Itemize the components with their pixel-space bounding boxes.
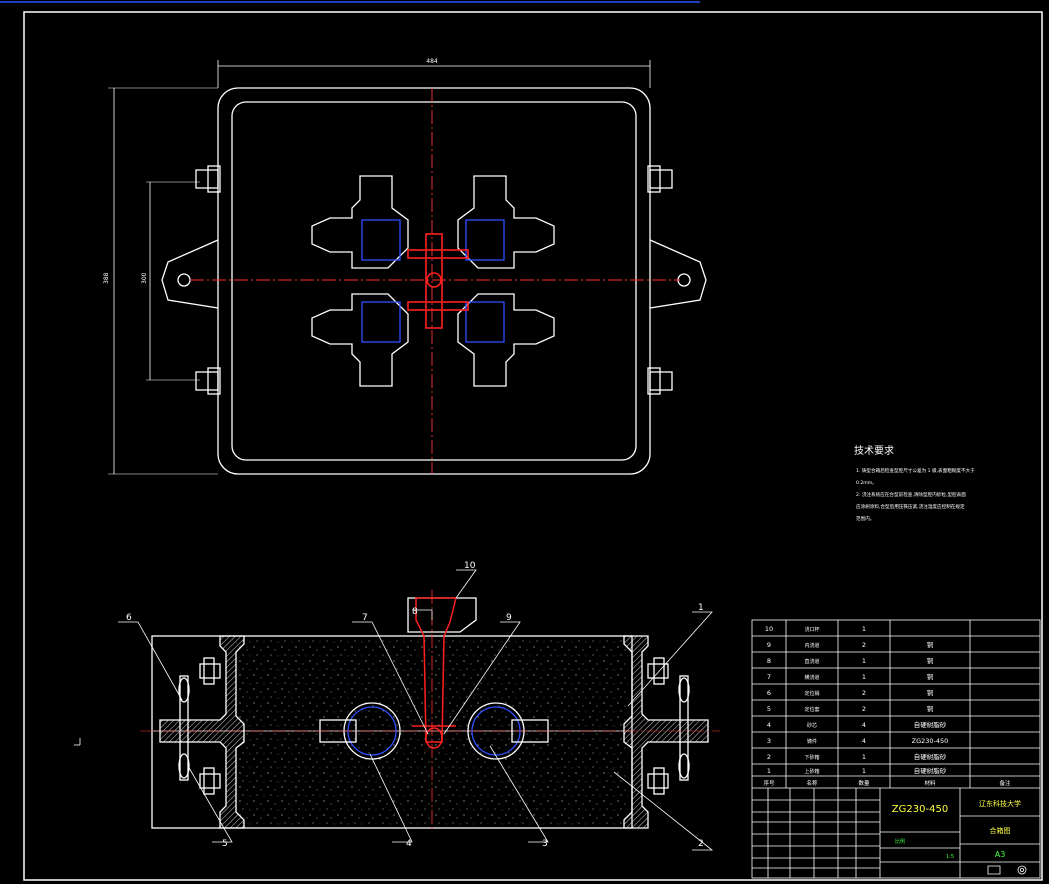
callout-7: 7 xyxy=(362,613,368,623)
bom-name: 铸件 xyxy=(807,738,817,745)
bom-qty: 2 xyxy=(862,689,866,697)
bom-qty: 1 xyxy=(862,657,866,665)
tech-req-line: 范围内。 xyxy=(856,515,874,522)
bom-qty: 1 xyxy=(862,673,866,681)
bom-qty: 2 xyxy=(862,641,866,649)
title-block: ZG230-450 辽东科技大学 合箱图 比例 1:5 A3 xyxy=(892,799,1027,875)
tech-req-line: 应涂刷涂料,合型后用压铁压紧,浇注温度应控制在规定 xyxy=(856,503,965,510)
title-scale-label: 比例 xyxy=(895,838,905,845)
title-sheet: A3 xyxy=(995,850,1006,859)
bom-material: 铜 xyxy=(927,672,934,681)
bom-row: 10 浇口杯 1 xyxy=(765,625,866,633)
bom-name: 上砂箱 xyxy=(804,768,819,775)
bom-material: 自硬树脂砂 xyxy=(914,720,947,729)
bom-table xyxy=(751,619,1041,879)
bom-no: 1 xyxy=(767,767,771,775)
tech-req-title: 技术要求 xyxy=(854,444,894,457)
bom-name: 横浇道 xyxy=(804,674,819,681)
bom-row: 9 内浇道 2 铜 xyxy=(767,640,934,649)
dim-height-inner: 300 xyxy=(141,272,148,284)
bom-qty: 1 xyxy=(862,625,866,633)
bom-row: 1 上砂箱 1 自硬树脂砂 xyxy=(767,766,947,775)
bom-no: 10 xyxy=(765,625,773,633)
gating-system xyxy=(407,233,469,329)
bom-header-no: 序号 xyxy=(763,779,775,787)
bom-no: 7 xyxy=(767,673,771,681)
callout-2: 2 xyxy=(698,839,704,849)
bom-material: ZG230-450 xyxy=(912,737,949,745)
bom-name: 砂芯 xyxy=(807,722,817,729)
bom-row: 5 定位套 2 铜 xyxy=(767,704,934,713)
bom-header-material: 材料 xyxy=(924,779,936,787)
bom-material: 自硬树脂砂 xyxy=(914,766,947,775)
bom-row: 7 横浇道 1 铜 xyxy=(767,672,934,681)
bom-no: 4 xyxy=(767,721,771,729)
bom-qty: 4 xyxy=(862,737,866,745)
flask-inner xyxy=(231,101,637,461)
bom-name: 直浇道 xyxy=(804,658,819,665)
bom-no: 8 xyxy=(767,657,771,665)
callout-4: 4 xyxy=(406,839,412,849)
callout-8: 8 xyxy=(412,607,418,617)
bom-no: 5 xyxy=(767,705,771,713)
outer-frame xyxy=(23,11,1043,881)
bom-no: 9 xyxy=(767,641,771,649)
bom-name: 下砂箱 xyxy=(804,754,819,761)
casting-lr xyxy=(457,293,555,387)
bom-header: 序号 名称 数量 材料 备注 xyxy=(763,779,1011,787)
top-view xyxy=(108,60,707,475)
callout-9: 9 xyxy=(506,613,512,623)
bom-no: 2 xyxy=(767,753,771,761)
bom-row: 8 直浇道 1 铜 xyxy=(767,656,934,665)
title-material: ZG230-450 xyxy=(892,804,948,815)
bom-qty: 1 xyxy=(862,767,866,775)
title-drawing-name: 合箱图 xyxy=(990,826,1011,835)
bom-material: 铜 xyxy=(927,688,934,697)
bom-header-name: 名称 xyxy=(806,779,818,787)
bom-qty: 1 xyxy=(862,753,866,761)
callout-1: 1 xyxy=(698,603,704,613)
callout-6: 6 xyxy=(126,613,132,623)
bom-name: 浇口杯 xyxy=(804,626,819,633)
callout-5: 5 xyxy=(222,839,228,849)
bom-row: 2 下砂箱 1 自硬树脂砂 xyxy=(767,752,947,761)
bom-qty: 4 xyxy=(862,721,866,729)
bom-material: 铜 xyxy=(927,640,934,649)
callout-10: 10 xyxy=(464,561,476,571)
flask-outer xyxy=(217,87,651,475)
bom-name: 定位销 xyxy=(804,690,819,697)
casting-ur xyxy=(457,175,555,269)
bom-material: 自硬树脂砂 xyxy=(914,752,947,761)
bom-material: 铜 xyxy=(927,704,934,713)
tech-req-line: 0.2mm。 xyxy=(856,480,877,486)
bom-no: 3 xyxy=(767,737,771,745)
bom-header-remark: 备注 xyxy=(999,779,1011,787)
title-scale: 1:5 xyxy=(946,854,954,860)
tech-req-line: 1. 铸型合箱后检查型腔尺寸公差为 1 级,表面粗糙度不大于 xyxy=(856,467,975,474)
title-school: 辽东科技大学 xyxy=(979,799,1021,808)
bom-row: 4 砂芯 4 自硬树脂砂 xyxy=(767,720,947,729)
dim-height-outer: 388 xyxy=(103,272,110,284)
dim-width: 484 xyxy=(426,58,438,65)
bom-row: 6 定位销 2 铜 xyxy=(767,688,934,697)
bom-no: 6 xyxy=(767,689,771,697)
tech-requirements: 技术要求 1. 铸型合箱后检查型腔尺寸公差为 1 级,表面粗糙度不大于 0.2m… xyxy=(854,444,975,522)
bom-rows: 10 浇口杯 1 9 内浇道 2 铜 8 直浇道 1 铜 7 横浇道 1 铜 6… xyxy=(763,625,1011,787)
bom-qty: 2 xyxy=(862,705,866,713)
bom-name: 内浇道 xyxy=(804,642,819,649)
section-view: 1 2 3 4 5 6 7 8 9 10 xyxy=(74,561,720,851)
bom-header-qty: 数量 xyxy=(858,779,870,787)
bom-name: 定位套 xyxy=(804,706,819,713)
casting-ll xyxy=(311,293,409,387)
bom-row: 3 铸件 4 ZG230-450 xyxy=(767,737,948,745)
casting-ul xyxy=(311,175,409,269)
tech-req-line: 2. 浇注系统应在合型前检查,清除型腔内砂粒,型腔表面 xyxy=(856,491,966,498)
bom-material: 铜 xyxy=(927,656,934,665)
callout-3: 3 xyxy=(542,839,548,849)
